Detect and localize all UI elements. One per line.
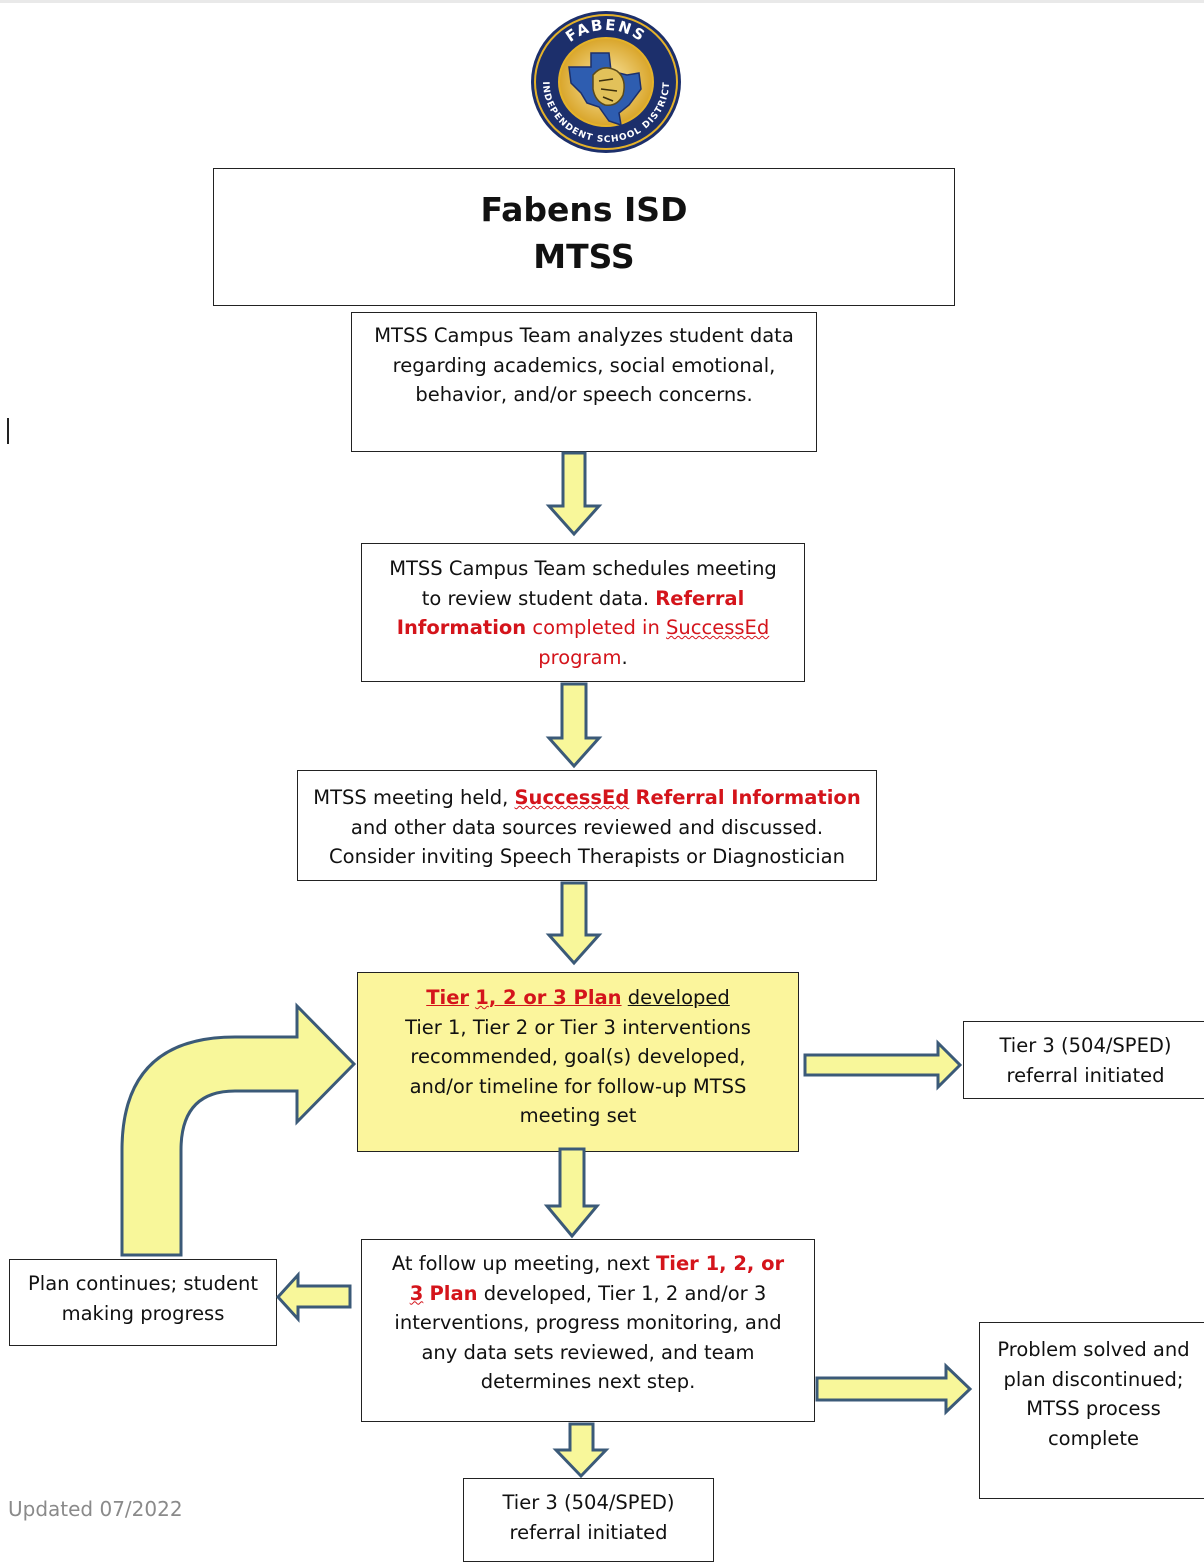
followup-plan: Plan (429, 1281, 478, 1305)
step-schedule-box: MTSS Campus Team schedules meeting to re… (361, 543, 805, 682)
meeting-referral-info: Referral Information (635, 786, 861, 809)
followup-three: 3 (409, 1281, 424, 1305)
meeting-line-3: Consider inviting Speech Therapists or D… (329, 845, 845, 868)
problem-solved-box: Problem solved and plan discontinued; MT… (979, 1322, 1204, 1499)
loop-back-arrow (120, 1002, 357, 1257)
followup-tier: Tier 1, 2, or (655, 1252, 785, 1275)
step-schedule-text: MTSS Campus Team schedules meeting to re… (389, 557, 777, 610)
problem-solved-text: Problem solved and plan discontinued; MT… (997, 1338, 1190, 1450)
plan-title-one: 1 (475, 986, 489, 1009)
successed-label: SuccessEd (666, 616, 770, 639)
plan-title-developed: developed (627, 986, 730, 1009)
district-seal-logo: FABENS INDEPENDENT SCHOOL DISTRICT (531, 11, 681, 153)
down-arrow-4 (543, 1147, 601, 1239)
title-line-2: MTSS (533, 237, 635, 276)
down-arrow-2 (545, 682, 603, 769)
updated-date: Updated 07/2022 (8, 1497, 183, 1521)
top-strip (0, 0, 1204, 3)
text-cursor (7, 418, 9, 444)
referral-right-text: Tier 3 (504/SPED) referral initiated (999, 1034, 1172, 1087)
completed-in-label: completed in (532, 616, 660, 639)
right-arrow-to-problem-solved (815, 1362, 973, 1416)
referral-info-label: Referral Information (396, 586, 745, 640)
down-arrow-5 (552, 1422, 610, 1479)
down-arrow-1 (545, 451, 603, 537)
meeting-prefix: MTSS meeting held, (313, 786, 509, 809)
step-analyze-text: MTSS Campus Team analyzes student data r… (374, 324, 794, 406)
plan-title-tier: Tier (426, 986, 470, 1009)
followup-body: developed, Tier 1, 2 and/or 3 interventi… (394, 1281, 782, 1394)
plan-body: Tier 1, Tier 2 or Tier 3 interventions r… (405, 1015, 751, 1128)
meeting-successed: SuccessEd (514, 786, 630, 809)
schedule-period: . (621, 645, 628, 669)
referral-right-box: Tier 3 (504/SPED) referral initiated (963, 1021, 1204, 1099)
down-arrow-3 (545, 881, 603, 966)
followup-prefix: At follow up meeting, next (391, 1252, 650, 1275)
step-meeting-box: MTSS meeting held, SuccessEd Referral In… (297, 770, 877, 881)
plan-continues-text: Plan continues; student making progress (28, 1272, 258, 1325)
referral-bottom-text: Tier 3 (504/SPED) referral initiated (502, 1491, 675, 1544)
meeting-line-2: and other data sources reviewed and disc… (350, 815, 824, 839)
followup-box: At follow up meeting, next Tier 1, 2, or… (361, 1239, 815, 1422)
right-arrow-to-referral (803, 1039, 963, 1091)
title-line-1: Fabens ISD (480, 190, 688, 229)
plan-continues-box: Plan continues; student making progress (9, 1259, 277, 1346)
step-analyze-box: MTSS Campus Team analyzes student data r… (351, 312, 817, 452)
left-arrow-to-plan-continues (275, 1271, 352, 1323)
referral-bottom-box: Tier 3 (504/SPED) referral initiated (463, 1478, 714, 1562)
title-box: Fabens ISD MTSS (213, 168, 955, 306)
plan-title-rest: , 2 or 3 Plan (488, 986, 622, 1009)
program-label: program (538, 645, 622, 669)
plan-box: Tier 1, 2 or 3 Plan developed Tier 1, Ti… (357, 972, 799, 1152)
